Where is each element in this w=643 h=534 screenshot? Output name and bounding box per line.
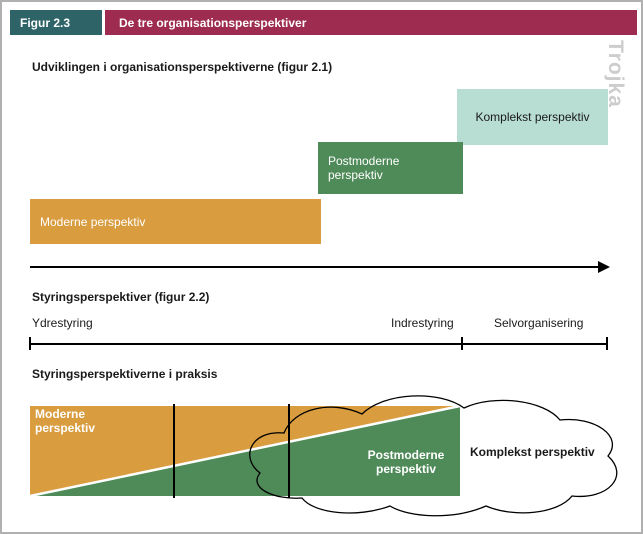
moderne-perspektiv-label: Moderne perspektiv [40, 214, 146, 229]
practice-moderne-label: Moderne perspektiv [35, 407, 96, 435]
steering-scale-line [30, 343, 608, 345]
figure-title-text: De tre organisationsperspektiver [119, 15, 307, 30]
moderne-perspektiv-box: Moderne perspektiv [30, 199, 321, 244]
figure-number-text: Figur 2.3 [20, 15, 71, 30]
steering-heading: Styringsperspektiver (figur 2.2) [32, 290, 210, 304]
practice-postmoderne-label: Postmoderne perspektiv [367, 448, 445, 476]
diagonal-divider-line [29, 404, 461, 498]
scale-tick-middle [461, 337, 463, 350]
komplekst-perspektiv-label: Komplekst perspektiv [475, 110, 590, 124]
timeline-arrow-line [30, 266, 600, 268]
practice-komplekst-label: Komplekst perspektiv [470, 445, 595, 459]
figure-title-bar: De tre organisationsperspektiver [105, 10, 637, 35]
practice-diagram [29, 395, 618, 517]
figure-number-badge: Figur 2.3 [10, 10, 102, 35]
komplekst-cloud-outline [249, 395, 618, 517]
publisher-watermark: Trojka [604, 40, 627, 108]
scale-tick-left [29, 337, 31, 350]
selvorganisering-label: Selvorganisering [494, 316, 584, 330]
indrestyring-label: Indrestyring [391, 316, 454, 330]
scale-tick-right [606, 337, 608, 350]
postmoderne-perspektiv-box: Postmoderne perspektiv [318, 142, 463, 194]
ydrestyring-label: Ydrestyring [32, 316, 93, 330]
development-heading: Udviklingen i organisationsperspektivern… [32, 60, 333, 74]
postmoderne-perspektiv-label: Postmoderne perspektiv [328, 154, 400, 182]
komplekst-perspektiv-box: Komplekst perspektiv [457, 89, 608, 145]
timeline-arrow-head [598, 261, 610, 273]
practice-heading: Styringsperspektiverne i praksis [32, 367, 218, 381]
